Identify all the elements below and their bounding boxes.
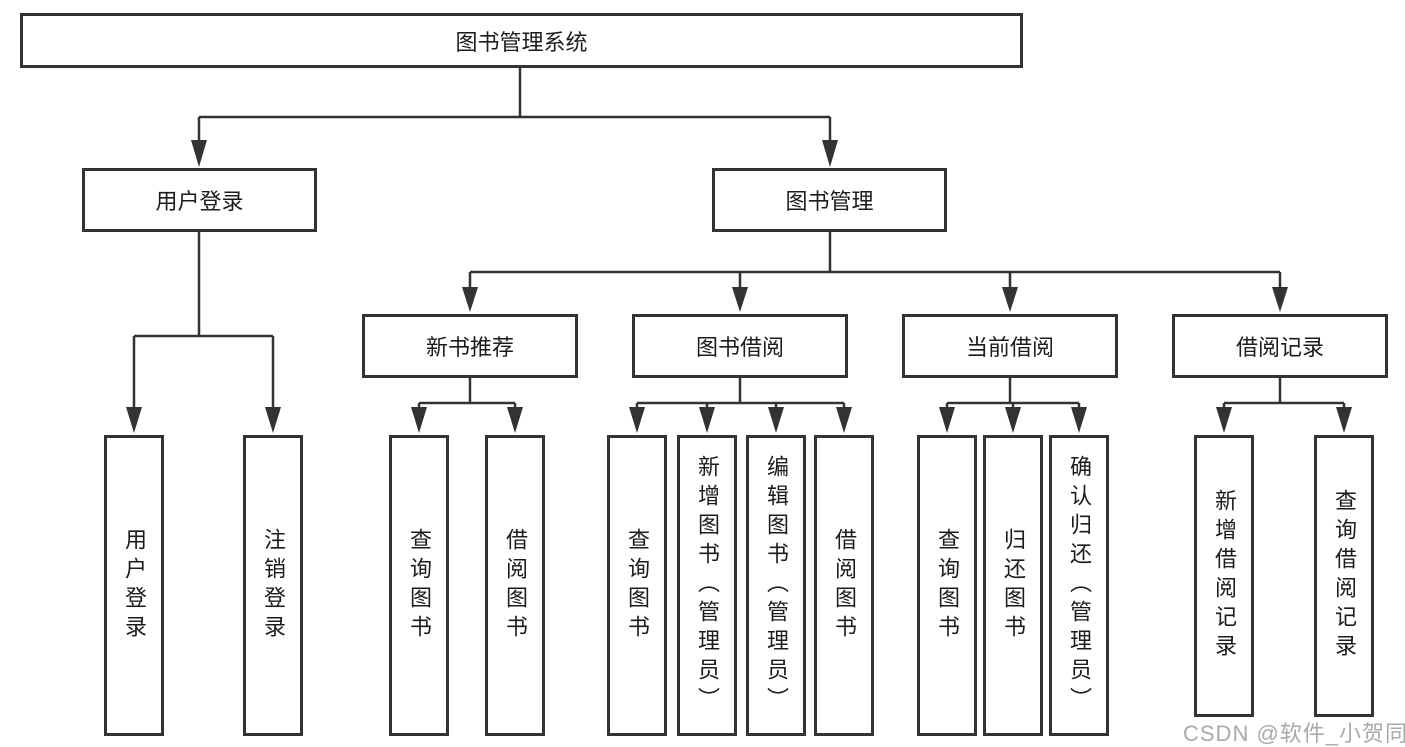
leaf-logout: 注销登录 xyxy=(243,435,303,736)
leaf-edit-books-admin: 编辑图书（管理员） xyxy=(746,435,806,736)
leaf-recommend-borrow-books: 借阅图书 xyxy=(485,435,545,736)
leaf-add-books-admin: 新增图书（管理员） xyxy=(677,435,737,736)
leaf-add-borrow-record: 新增借阅记录 xyxy=(1194,435,1254,717)
leaf-recommend-query-books: 查询图书 xyxy=(389,435,449,736)
node-book-borrow: 图书借阅 xyxy=(632,314,848,378)
leaf-user-login: 用户登录 xyxy=(104,435,164,736)
node-user-login: 用户登录 xyxy=(82,168,317,232)
arrowhead-icons xyxy=(126,140,1352,433)
csdn-watermark: CSDN @软件_小贺同学 xyxy=(1183,721,1405,746)
leaf-borrow-books: 借阅图书 xyxy=(814,435,874,736)
node-current-borrow: 当前借阅 xyxy=(902,314,1118,378)
node-library-management-system: 图书管理系统 xyxy=(20,13,1023,68)
leaf-query-borrow-record: 查询借阅记录 xyxy=(1314,435,1374,717)
node-borrow-records: 借阅记录 xyxy=(1172,314,1388,378)
leaf-borrow-query-books: 查询图书 xyxy=(607,435,667,736)
node-book-management: 图书管理 xyxy=(712,168,947,232)
leaf-confirm-return-admin: 确认归还（管理员） xyxy=(1049,435,1109,736)
leaf-return-books: 归还图书 xyxy=(983,435,1043,736)
leaf-current-query-books: 查询图书 xyxy=(917,435,977,736)
node-new-book-recommend: 新书推荐 xyxy=(362,314,578,378)
